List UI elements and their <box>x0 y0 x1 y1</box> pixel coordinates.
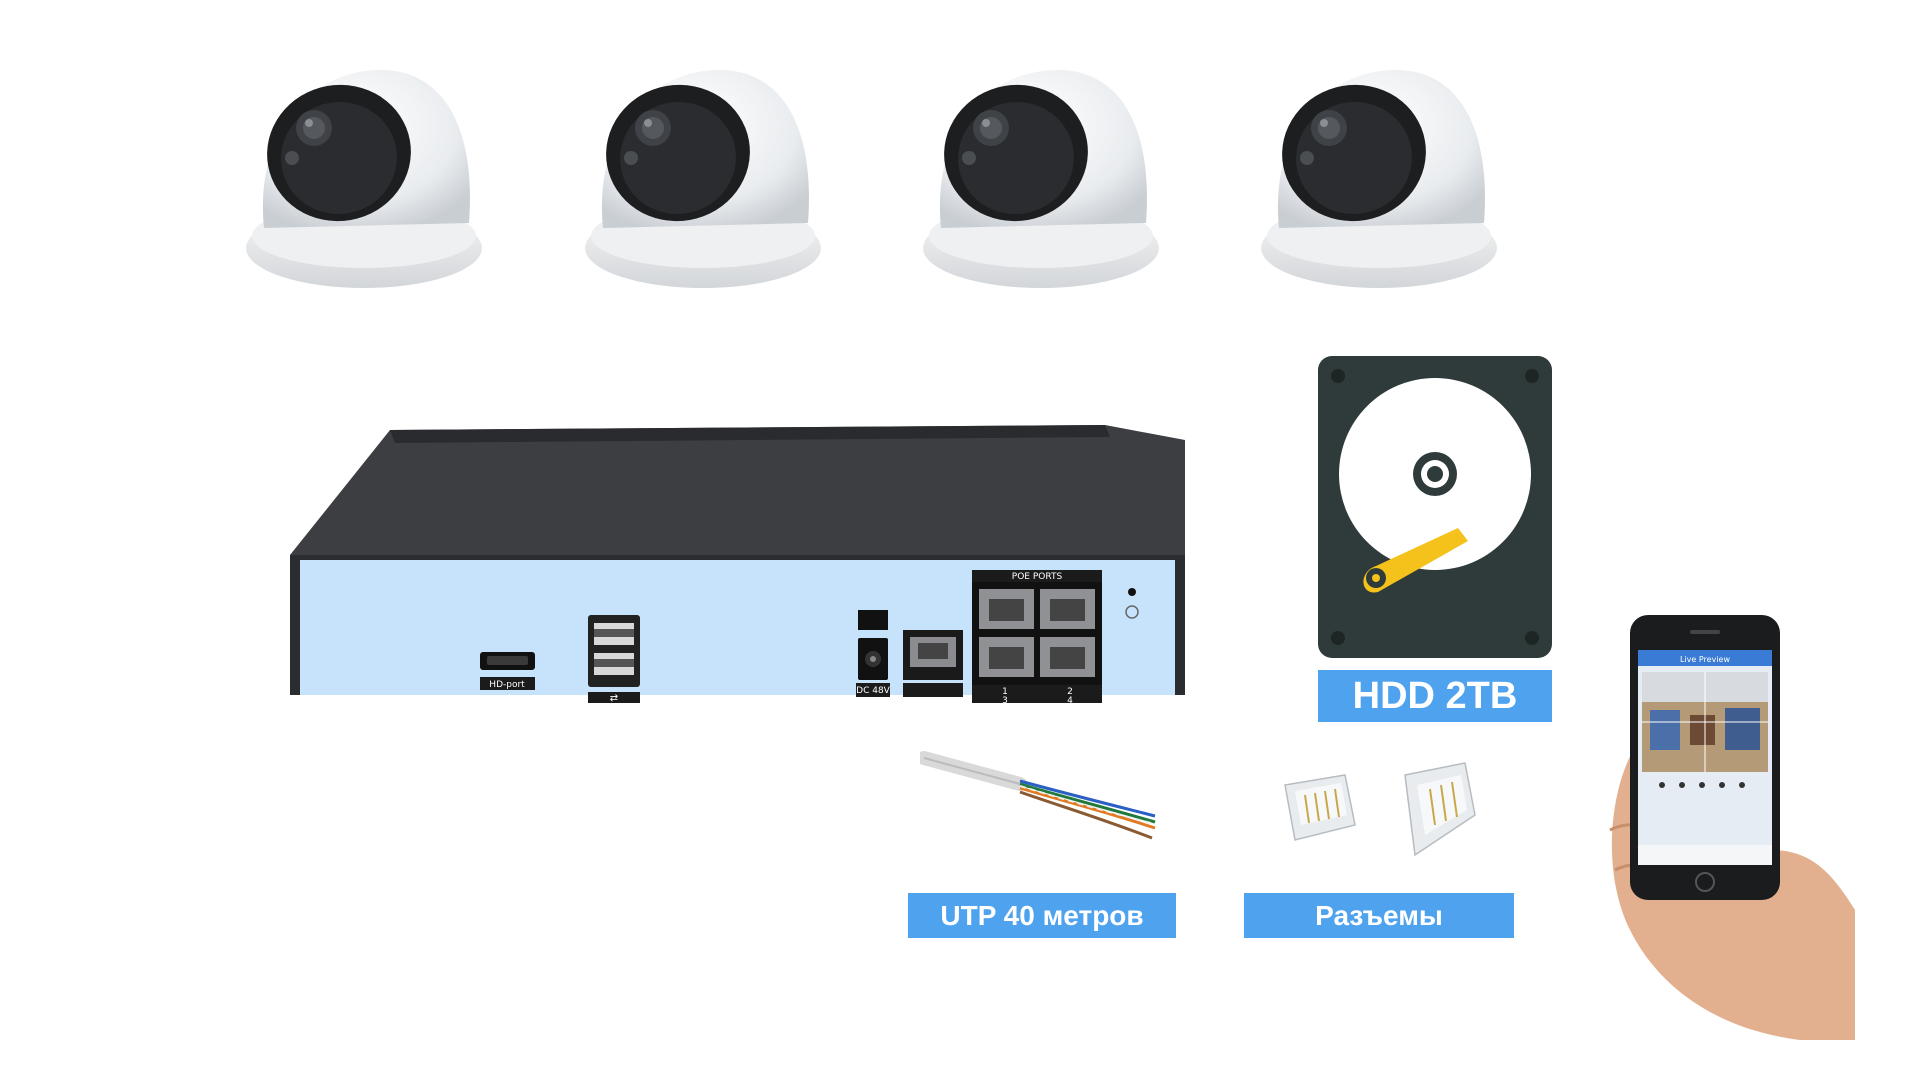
poe-number: 3 <box>1002 696 1008 705</box>
dome-camera <box>1261 69 1497 288</box>
playback-controls <box>1659 782 1745 788</box>
usb-ports: ⇄ <box>588 615 640 704</box>
hdmi-port: HD-port <box>480 652 535 690</box>
dome-camera <box>246 69 482 288</box>
hdmi-label: HD-port <box>489 680 525 690</box>
hdd-icon <box>1318 356 1552 658</box>
usb-icon: ⇄ <box>610 693 618 704</box>
ground-icon <box>1125 605 1139 619</box>
utp-cable-image <box>920 751 1156 840</box>
rj45-connectors-image <box>1284 762 1476 857</box>
app-title: Live Preview <box>1680 655 1730 664</box>
reset-hole <box>1128 588 1136 596</box>
connectors-label: Разъемы <box>1244 893 1514 938</box>
dc-power-port: DC 48V <box>856 610 891 697</box>
poe-ports: POE PORTS 1 2 3 4 <box>972 570 1102 705</box>
nvr-recorder: HD-port ⇄ DC 48V POE PORTS <box>290 425 1185 705</box>
utp-label: UTP 40 метров <box>908 893 1176 938</box>
hdd-label: HDD 2TB <box>1318 670 1552 722</box>
lan-port <box>903 630 963 697</box>
home-button-icon <box>1695 872 1715 892</box>
poe-number: 1 <box>1002 687 1008 697</box>
dome-camera <box>585 69 821 288</box>
poe-number: 4 <box>1067 696 1073 705</box>
dc-label: DC 48V <box>856 686 891 696</box>
dome-camera <box>923 69 1159 288</box>
smartphone-in-hand: Live Preview <box>1609 615 1855 1040</box>
poe-header-label: POE PORTS <box>1012 572 1063 582</box>
poe-number: 2 <box>1067 687 1073 697</box>
